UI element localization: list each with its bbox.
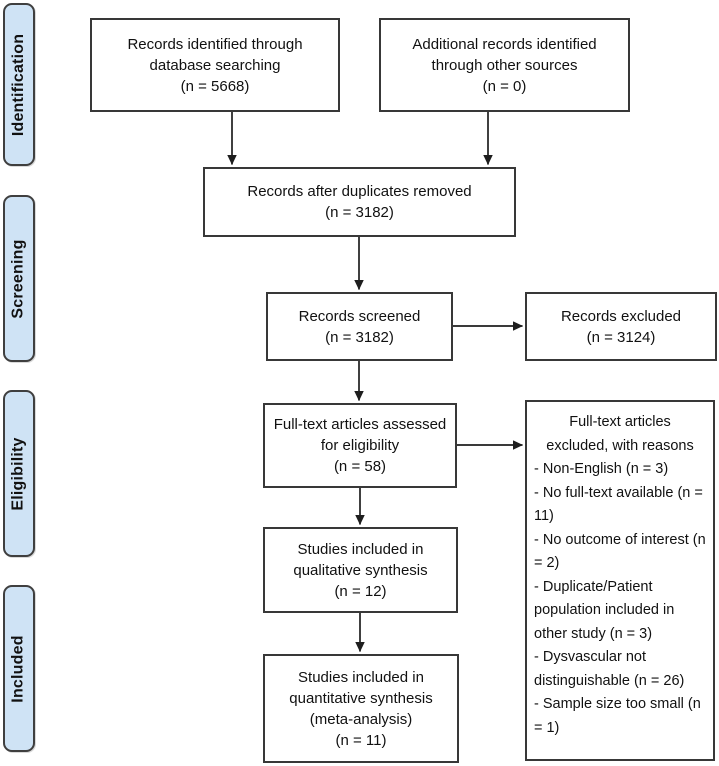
node-text-line: Records after duplicates removed bbox=[247, 183, 472, 200]
node-additional-records: Additional records identified through ot… bbox=[379, 18, 630, 112]
node-text-line: Additional records identified bbox=[412, 35, 597, 53]
stage-identification: Identification bbox=[3, 3, 35, 166]
node-records-identified: Records identified through database sear… bbox=[90, 18, 340, 112]
node-text-line: Records screened bbox=[298, 307, 421, 325]
node-text-line: quantitative synthesis bbox=[289, 689, 433, 707]
node-text-line: Studies included in bbox=[297, 540, 424, 558]
node-text-line: (n = 11) bbox=[335, 731, 387, 749]
node-text-line: Records identified through bbox=[127, 35, 303, 53]
node-qualitative-synthesis: Studies included in qualitative synthesi… bbox=[263, 527, 458, 613]
exclusion-reason: - Dysvascular not distinguishable (n = 2… bbox=[534, 649, 685, 689]
node-text-line: (meta-analysis) bbox=[309, 710, 413, 728]
exclusion-reason: - No full-text available (n = 11) bbox=[534, 484, 703, 525]
node-text-line: for eligibility bbox=[320, 437, 400, 454]
node-text-line: (n = 3124) bbox=[586, 328, 656, 346]
node-text-line: Records excluded bbox=[560, 307, 682, 325]
exclusion-reason: - Duplicate/Patient population included … bbox=[534, 578, 675, 642]
stage-included-label: Included bbox=[10, 634, 28, 703]
exclusion-reason: - No outcome of interest (n = 2) bbox=[534, 531, 706, 572]
node-quantitative-synthesis: Studies included in quantitative synthes… bbox=[263, 654, 459, 763]
node-fulltext-excluded: Full-text articles excluded, with reason… bbox=[525, 400, 715, 761]
node-text-line: (n = 5668) bbox=[180, 77, 250, 95]
node-text-line: Full-text articles bbox=[569, 414, 671, 430]
node-text-line: (n = 3182) bbox=[325, 328, 394, 346]
stage-screening-label: Screening bbox=[10, 238, 28, 319]
exclusion-reason: - Non-English (n = 3) bbox=[534, 461, 669, 477]
node-text-line: Studies included in bbox=[298, 668, 424, 686]
exclusion-reason: - Sample size too small (n = 1) bbox=[534, 696, 701, 736]
node-text-line: (n = 12) bbox=[334, 582, 387, 600]
node-records-screened: Records screened (n = 3182) bbox=[266, 292, 453, 361]
stage-included: Included bbox=[3, 585, 35, 752]
node-text-line: (n = 58) bbox=[333, 458, 387, 475]
stage-eligibility: Eligibility bbox=[3, 390, 35, 557]
node-text-line: through other sources bbox=[431, 56, 578, 74]
node-text-line: qualitative synthesis bbox=[293, 561, 428, 579]
stage-screening: Screening bbox=[3, 195, 35, 362]
node-text-line: (n = 3182) bbox=[325, 204, 394, 221]
node-text-line: excluded, with reasons bbox=[546, 437, 694, 454]
stage-identification-label: Identification bbox=[10, 33, 28, 136]
node-text-line: (n = 0) bbox=[482, 77, 527, 95]
node-duplicates-removed: Records after duplicates removed (n = 31… bbox=[203, 167, 516, 237]
node-records-excluded: Records excluded (n = 3124) bbox=[525, 292, 717, 361]
node-fulltext-assessed: Full-text articles assessed for eligibil… bbox=[263, 403, 457, 488]
node-text-line: database searching bbox=[149, 56, 281, 74]
stage-eligibility-label: Eligibility bbox=[10, 436, 28, 511]
node-text-line: Full-text articles assessed bbox=[273, 416, 447, 433]
